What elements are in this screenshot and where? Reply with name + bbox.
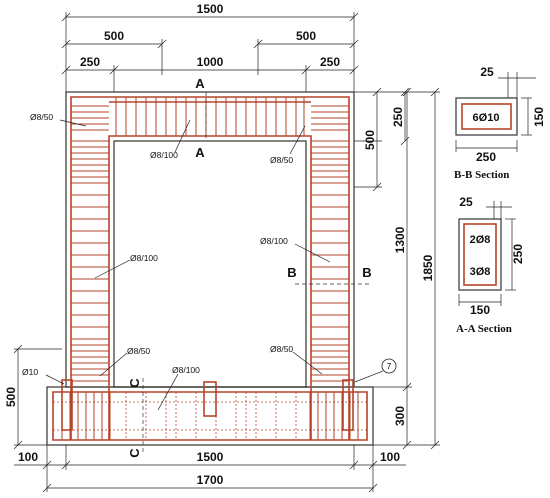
stirrups-base-beam [61,379,359,440]
aa-outline [458,218,502,291]
label-right-base-stirrup: Ø8/50 [270,344,293,354]
dim-right-300: 300 [393,406,407,426]
stirrups-right-column [311,140,349,382]
marker-number: 7 [387,361,392,371]
bb-outline [455,97,518,136]
dim-top-right-250: 250 [320,55,340,69]
dim-bottom-mid-1500: 1500 [197,450,224,464]
dim-left-500: 500 [4,387,18,407]
top-dimensions: 1500 500 500 250 1000 250 [61,2,359,92]
dim-top-overall: 1500 [197,2,224,16]
section-cut-a: A A [195,76,207,160]
aa-stirrup [463,223,497,286]
bb-stirrup [461,103,512,130]
section-cut-b: B B [287,265,372,285]
dim-top-right-500: 500 [296,29,316,43]
frame-outline [46,91,374,446]
cut-b-left: B [287,265,296,280]
section-bb: 25 6Ø10 150 250 B-B Section [454,65,546,181]
stirrups-top-beam [71,97,349,136]
dim-right-250: 250 [391,107,405,127]
label-top-left-stirrup: Ø8/50 [30,112,53,122]
aa-title: A-A Section [456,323,512,335]
cut-a-bottom: A [195,145,205,160]
dim-top-left-250: 250 [80,55,100,69]
marker-circle [381,358,397,374]
label-base-beam-stirrup: Ø8/100 [172,365,200,375]
dim-top-mid-1000: 1000 [197,55,224,69]
dim-bottom-overall: 1700 [197,473,224,487]
bb-height: 150 [532,107,546,127]
aa-width: 150 [470,303,490,317]
aa-bars-bottom: 3Ø8 [470,266,491,278]
dim-right-1850: 1850 [421,254,435,281]
aa-cover: 25 [459,195,473,209]
label-left-base-stirrup: Ø8/50 [127,346,150,356]
cut-a-top: A [195,76,205,91]
label-top-mid-stirrup: Ø8/100 [150,150,178,160]
label-anchor-bar: Ø10 [22,367,38,377]
aa-height: 250 [511,244,525,264]
cut-b-right: B [362,265,371,280]
longitudinal-rebars [52,96,368,441]
dim-bottom-right-100: 100 [380,450,400,464]
dim-right-500: 500 [363,130,377,150]
bb-title: B-B Section [454,169,509,181]
bb-width: 250 [476,150,496,164]
cut-c-top: C [127,378,142,388]
left-dimension: 500 [4,344,62,450]
bb-bars: 6Ø10 [473,112,500,124]
stirrups-left-column [71,140,109,382]
dim-right-1300: 1300 [393,226,407,253]
dim-top-left-500: 500 [104,29,124,43]
right-dimensions: 250 500 1300 300 1850 [354,87,440,450]
section-cut-c: C C [127,378,144,458]
cut-c-bottom: C [127,448,142,458]
bottom-dimensions: 100 1500 100 1700 [14,445,406,493]
dim-bottom-left-100: 100 [18,450,38,464]
rebar-callouts: Ø8/50 Ø8/100 Ø8/50 Ø8/100 Ø8/100 Ø8/50 Ø… [22,112,397,411]
section-aa: 25 2Ø8 3Ø8 250 150 A-A Section [456,195,525,335]
aa-bars-top: 2Ø8 [470,234,491,246]
label-top-right-stirrup: Ø8/50 [270,155,293,165]
label-left-col-stirrup: Ø8/100 [130,253,158,263]
label-right-col-stirrup: Ø8/100 [260,236,288,246]
bb-cover: 25 [480,65,494,79]
